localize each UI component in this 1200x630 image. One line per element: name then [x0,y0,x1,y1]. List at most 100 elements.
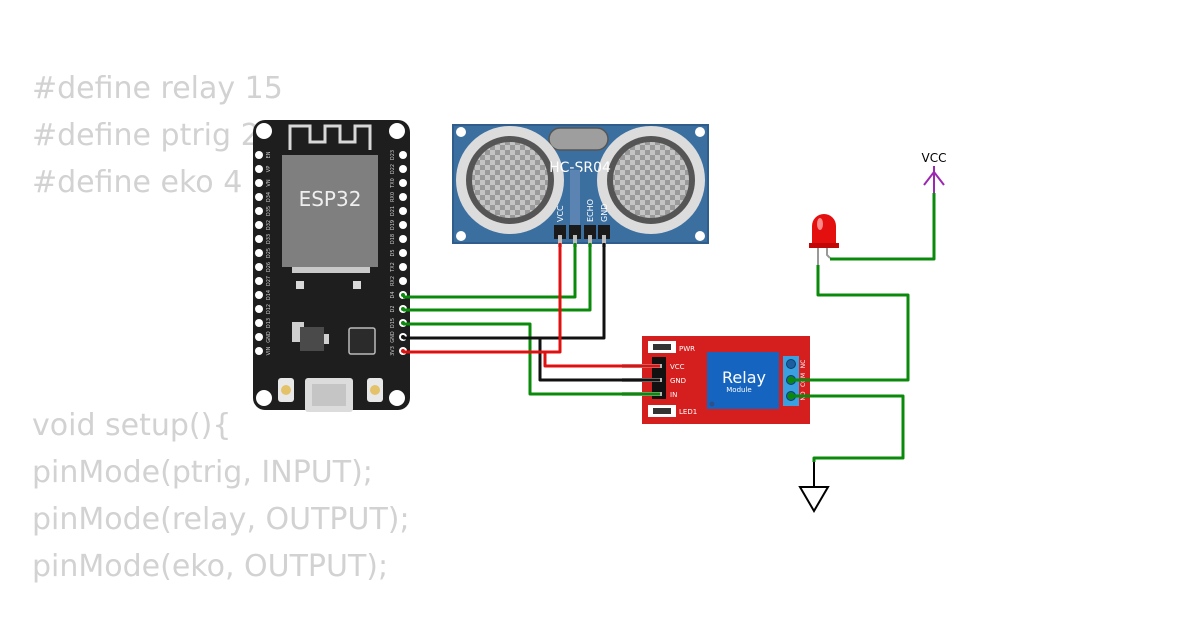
esp32-pin-label: D18 [390,234,396,244]
esp32-pin-label: D13 [266,318,272,328]
esp32-board[interactable]: ESP32 ENVPVND34D35D32D33D25D26D27D14D12D… [253,120,410,412]
esp32-pin[interactable] [255,165,263,173]
antenna-trace [288,124,372,150]
code-line: #define relay 15 [32,71,283,106]
esp32-pin[interactable] [255,193,263,201]
esp32-pin[interactable] [399,235,407,243]
esp32-pin-label: D14 [266,290,272,300]
hcsr04-pin-label: GND [600,204,609,222]
wire-trig-d4[interactable] [403,243,577,299]
ground-symbol [798,460,830,513]
esp32-pin-label: D23 [390,150,396,160]
esp32-pin-label: D22 [390,164,396,174]
esp32-label: ESP32 [299,187,362,211]
esp32-pin-label: D26 [266,262,272,272]
wire-d15-relay-in[interactable] [403,322,660,396]
esp32-pin-label: D2 [390,305,396,312]
esp32-pin[interactable] [399,179,407,187]
hcsr04-pin[interactable] [569,225,581,239]
esp32-pin[interactable] [255,333,263,341]
wire-led-com[interactable] [791,265,910,382]
esp32-pin-label: D32 [266,220,272,230]
relay-subtitle: Module [726,386,751,394]
hcsr04-sensor[interactable]: HC-SR04 VCCTRIGECHOGND [452,124,709,247]
esp32-pin[interactable] [399,193,407,201]
wire-echo-d2[interactable] [403,243,592,312]
code-setup-block: void setup(){ pinMode(ptrig, INPUT); pin… [32,402,410,590]
esp32-pin[interactable] [399,165,407,173]
code-line: #define eko 4 [32,165,243,200]
esp32-pin-label: VIN [266,346,272,355]
esp32-pin[interactable] [255,151,263,159]
esp32-pin-label: D35 [266,206,272,216]
crystal [548,127,609,151]
relay-title: Relay [722,368,766,387]
code-define-block: #define relay 15 #define ptrig 2 #define… [32,65,283,206]
hcsr04-pin[interactable] [554,225,566,239]
esp32-pin[interactable] [399,207,407,215]
relay-terminal[interactable] [786,359,796,369]
esp32-pin[interactable] [399,151,407,159]
esp32-pin[interactable] [255,347,263,355]
hcsr04-pin[interactable] [584,225,596,239]
esp32-pin-label: VP [266,166,272,172]
hcsr04-pin[interactable] [598,225,610,239]
esp32-pin-label: D33 [266,234,272,244]
wire-3v3-relay[interactable] [543,352,660,368]
esp32-pin-label: VN [266,179,272,186]
esp32-left-header: ENVPVND34D35D32D33D25D26D27D14D12D13GNDV… [255,151,272,355]
esp32-pin[interactable] [255,305,263,313]
esp32-pin-label: RX2 [390,276,396,286]
esp32-pin-label: D25 [266,248,272,258]
vcc-label: VCC [922,151,947,165]
relay-pin-label: IN [670,391,677,399]
esp32-pin[interactable] [255,207,263,215]
esp32-pin[interactable] [399,249,407,257]
esp32-chip [282,155,378,267]
esp32-pin[interactable] [255,235,263,243]
esp32-pin-label: GND [390,331,396,343]
relay-pin-label: GND [670,377,686,385]
code-line: pinMode(relay, OUTPUT); [32,502,410,537]
code-line: pinMode(eko, OUTPUT); [32,549,389,584]
esp32-pin-label: TX2 [390,262,396,273]
code-line: void setup(){ [32,408,232,443]
pwr-led-label: PWR [679,345,695,353]
esp32-pin[interactable] [255,249,263,257]
wires [403,193,936,462]
esp32-pin-label: D19 [390,220,396,230]
esp32-pin-label: EN [266,151,272,158]
red-led[interactable] [809,214,839,265]
esp32-pin-label: D12 [266,304,272,314]
hcsr04-pin-label: VCC [556,205,565,222]
esp32-pin-label: RX0 [390,192,396,202]
esp32-pin-label: D34 [266,192,272,202]
hcsr04-pin-label: ECHO [586,199,595,222]
hcsr04-pin-header [554,225,610,247]
relay-terminal-label: NC [800,360,807,369]
wire-3v3-hcsr04[interactable] [403,243,562,354]
esp32-pin[interactable] [255,263,263,271]
esp32-pin[interactable] [255,221,263,229]
esp32-pin-label: D21 [390,206,396,216]
esp32-pin[interactable] [255,319,263,327]
esp32-pin[interactable] [255,277,263,285]
esp32-pin-label: TX0 [390,178,396,189]
esp32-pin-label: D15 [390,318,396,328]
esp32-pin[interactable] [399,221,407,229]
hcsr04-label: HC-SR04 [549,160,611,176]
esp32-pin[interactable] [399,263,407,271]
wire-gnd-hcsr04[interactable] [403,243,606,340]
esp32-pin[interactable] [255,291,263,299]
led1-label: LED1 [679,408,697,416]
code-line: pinMode(ptrig, INPUT); [32,455,373,490]
wire-led-vcc[interactable] [830,193,936,261]
wire-no-gnd[interactable] [791,394,905,462]
esp32-pin[interactable] [399,277,407,285]
esp32-pin[interactable] [255,179,263,187]
vcc-symbol: VCC [922,151,947,193]
esp32-pin-label: 3V3 [390,346,396,356]
relay-coil-box [707,352,779,409]
